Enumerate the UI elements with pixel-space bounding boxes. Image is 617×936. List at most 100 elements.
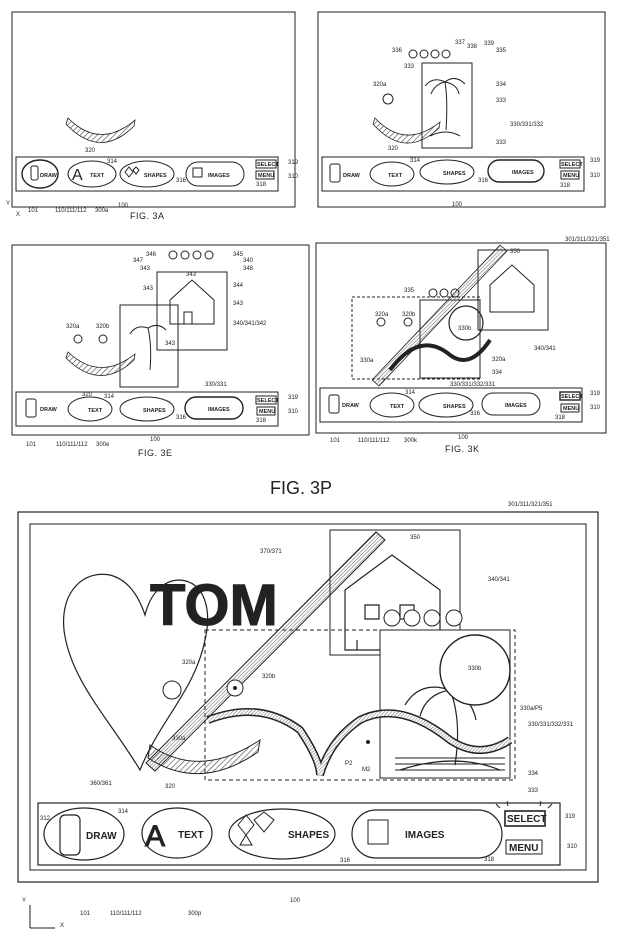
fig-3e-menu-button[interactable]: MENU <box>256 406 276 416</box>
fig-3e-panel: DRAW TEXT SHAPES IMAGES SELECT MENU 346 … <box>11 244 310 458</box>
fig-3p-menu-button[interactable]: MENU <box>505 839 543 855</box>
svg-text:340/341/342: 340/341/342 <box>233 321 267 327</box>
svg-text:IMAGES: IMAGES <box>208 173 230 179</box>
svg-text:343: 343 <box>143 286 154 292</box>
svg-text:316: 316 <box>176 178 187 184</box>
fig-3k-draw-button[interactable]: DRAW <box>328 394 360 414</box>
house-icon <box>169 279 215 325</box>
lock-icon[interactable] <box>383 609 401 627</box>
fig-3k-menu-button[interactable]: MENU <box>560 403 580 413</box>
svg-text:312: 312 <box>40 816 51 822</box>
fig-3a-shapes-button[interactable]: SHAPES <box>119 160 175 188</box>
image-icon <box>367 819 389 845</box>
svg-text:320a: 320a <box>373 82 387 88</box>
svg-text:345: 345 <box>233 252 244 258</box>
fig-3k-select-button[interactable]: SELECT <box>559 391 583 401</box>
svg-text:360/361: 360/361 <box>90 781 112 787</box>
svg-text:335: 335 <box>496 48 507 54</box>
svg-text:IMAGES: IMAGES <box>505 403 527 409</box>
svg-text:TEXT: TEXT <box>388 173 403 179</box>
fig-3a-text-button[interactable]: A TEXT <box>67 160 117 188</box>
fig-3p-ref-labels: 301/311/321/351 350 370/371 340/341 320a… <box>22 502 578 929</box>
svg-text:330/331: 330/331 <box>205 382 227 388</box>
svg-text:310: 310 <box>288 409 299 415</box>
fig-3p-images-button[interactable]: IMAGES <box>351 809 503 859</box>
fig-3k-dot-320b <box>403 317 413 327</box>
fig-3k-panel: DRAW TEXT SHAPES IMAGES SELECT MENU 301/… <box>315 237 610 454</box>
svg-text:344: 344 <box>233 283 244 289</box>
fig-3b-select-button[interactable]: SELECT <box>559 159 583 169</box>
svg-text:Y: Y <box>22 898 26 904</box>
text-tool-icon: A <box>145 820 165 853</box>
fig-3e-text-button[interactable]: TEXT <box>67 396 113 422</box>
fig-3e-caption: FIG. 3E <box>138 448 173 458</box>
fig-3a-select-button[interactable]: SELECT <box>255 159 279 169</box>
fig-3e-images-button[interactable]: IMAGES <box>184 396 244 420</box>
svg-text:X: X <box>60 923 64 929</box>
fig-3a-images-button[interactable]: IMAGES <box>185 161 245 187</box>
svg-text:101: 101 <box>26 442 37 448</box>
fig-3e-shapes-button[interactable]: SHAPES <box>119 396 175 422</box>
svg-text:300a: 300a <box>95 208 109 214</box>
fig-3b-shapes-button[interactable]: SHAPES <box>419 159 475 185</box>
fig-3b-menu-button[interactable]: MENU <box>560 170 580 180</box>
svg-text:310: 310 <box>288 174 299 180</box>
svg-text:314: 314 <box>410 158 421 164</box>
svg-text:320: 320 <box>165 784 176 790</box>
svg-text:100: 100 <box>118 203 129 209</box>
svg-text:TEXT: TEXT <box>390 404 405 410</box>
fig-3b-draw-button[interactable]: DRAW <box>329 163 361 183</box>
svg-text:DRAW: DRAW <box>86 831 117 842</box>
svg-text:318: 318 <box>256 418 267 424</box>
shapes-icon <box>237 811 275 846</box>
fig-3a-toolbar <box>15 156 279 192</box>
svg-text:IMAGES: IMAGES <box>405 830 445 841</box>
svg-text:300e: 300e <box>96 442 110 448</box>
fig-3p-select-button[interactable]: SELECT <box>495 800 553 827</box>
svg-text:301/311/321/351: 301/311/321/351 <box>508 502 553 508</box>
fig-3k-images-button[interactable]: IMAGES <box>481 392 541 416</box>
svg-text:MENU: MENU <box>509 843 538 854</box>
svg-text:333: 333 <box>528 788 539 794</box>
fig-3k-magnifier <box>448 305 484 341</box>
fig-3e-ref-labels: 346 345 347 340 343 348 343 344 343 343 … <box>26 252 299 448</box>
svg-text:316: 316 <box>478 178 489 184</box>
svg-text:110/111/112: 110/111/112 <box>55 208 87 214</box>
svg-text:101: 101 <box>28 208 39 214</box>
svg-text:319: 319 <box>288 395 299 401</box>
svg-text:319: 319 <box>590 158 601 164</box>
fig-3k-shapes-button[interactable]: SHAPES <box>418 392 474 418</box>
fx-icon[interactable] <box>445 609 463 627</box>
fig-3p-text-button[interactable]: A TEXT <box>141 807 213 859</box>
fig-3b-text-button[interactable]: TEXT <box>369 161 415 187</box>
fig-3p-draw-button[interactable]: DRAW <box>43 807 125 861</box>
svg-text:SELECT: SELECT <box>257 398 279 404</box>
svg-text:SELECT: SELECT <box>507 814 546 825</box>
fig-3e-select-button[interactable]: SELECT <box>255 395 279 405</box>
arrow-down-icon[interactable] <box>423 609 441 627</box>
fig-3a-menu-button[interactable]: MENU <box>255 170 275 180</box>
svg-text:IMAGES: IMAGES <box>208 407 230 413</box>
svg-text:343: 343 <box>186 272 197 278</box>
highlight-rays <box>495 800 553 809</box>
svg-text:SHAPES: SHAPES <box>144 173 167 179</box>
fig-3p-shapes-button[interactable]: SHAPES <box>228 808 336 860</box>
fig-3e-draw-button[interactable]: DRAW <box>25 398 58 418</box>
svg-text:320: 320 <box>388 146 399 152</box>
fig-3b-images-button[interactable]: IMAGES <box>487 159 545 183</box>
fig-3k-text-button[interactable]: TEXT <box>369 392 415 418</box>
fig-3e-smile-stroke <box>65 351 136 376</box>
fig-3p-magnifier-330b <box>439 634 511 706</box>
svg-text:SHAPES: SHAPES <box>443 171 466 177</box>
svg-text:350: 350 <box>410 535 421 541</box>
fig-3a-draw-button[interactable]: DRAW <box>21 159 59 189</box>
svg-text:314: 314 <box>118 809 129 815</box>
palm-tree-icon <box>424 78 466 137</box>
svg-text:Y: Y <box>6 201 10 207</box>
fig-3p-smile-stroke <box>147 738 261 774</box>
fig-3k-screen <box>315 242 607 434</box>
arrow-up-icon[interactable] <box>403 609 421 627</box>
svg-text:333: 333 <box>496 140 507 146</box>
fig-3p-panel: TOM <box>17 502 599 929</box>
fig-3k-ref-labels: 301/311/321/351 350 335 320a 320b 330b 3… <box>330 237 610 444</box>
